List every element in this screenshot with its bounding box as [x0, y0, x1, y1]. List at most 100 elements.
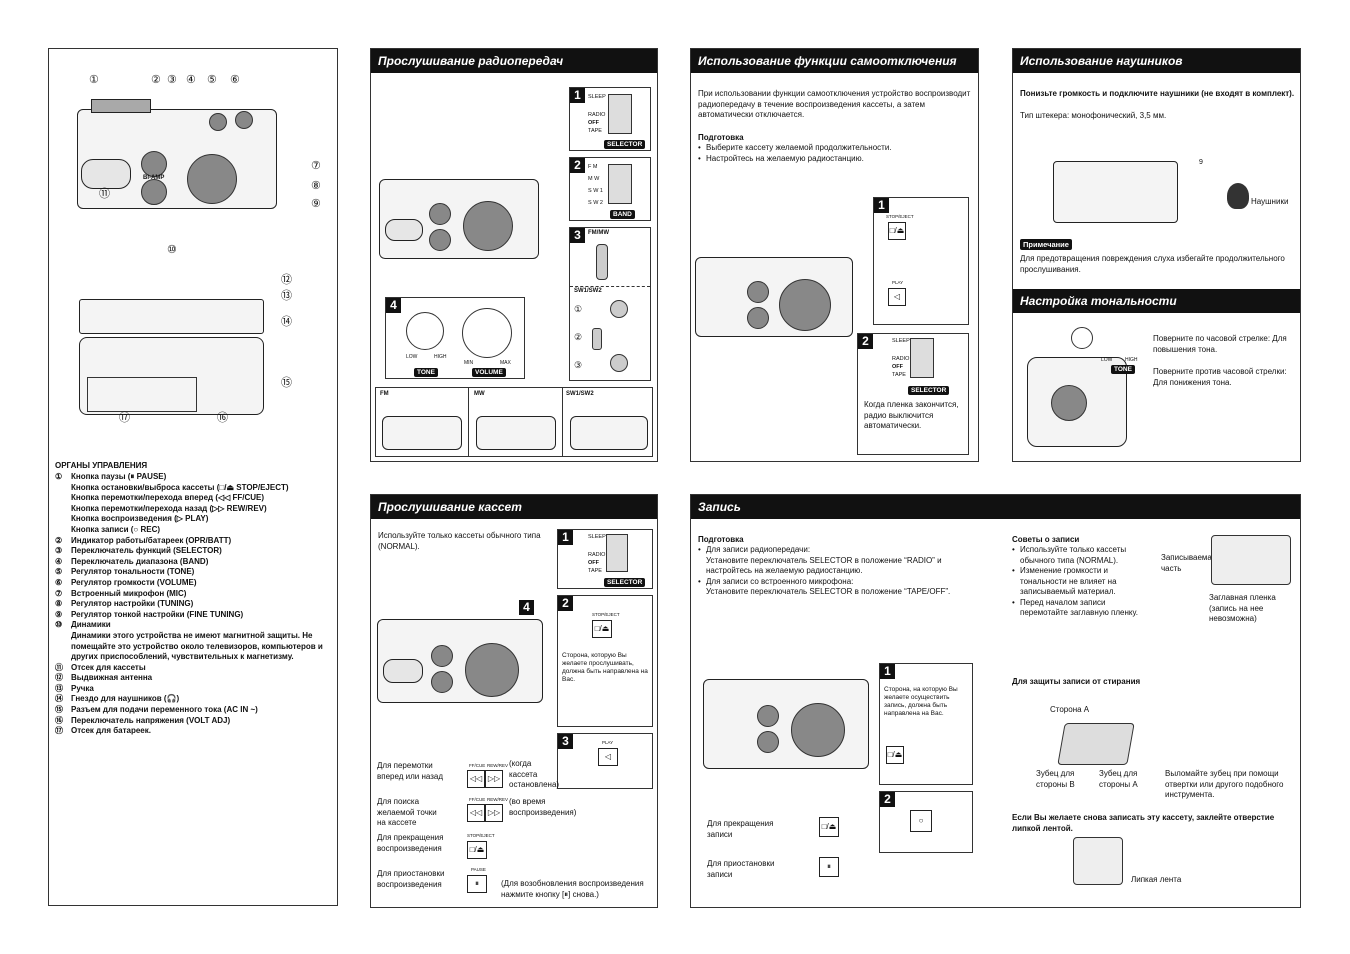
record-protect-title: Для защиты записи от стирания: [1012, 677, 1141, 686]
band-mw: MW: [474, 391, 485, 397]
pause-button[interactable]: ⏸: [819, 857, 839, 877]
record-leader: Заглавная пленка (запись на нее невозмож…: [1209, 593, 1276, 623]
tapes-step-4-badge: 4: [519, 600, 534, 615]
callout-8: ⑧: [311, 180, 321, 192]
control-item: Кнопка остановки/выброса кассеты (□/⏏ ST…: [71, 482, 289, 492]
radio-step-3: 3 FM/MW SW1/SW2 ① ② ③: [569, 227, 651, 381]
radio-step-2: 2 F M M W S W 1 S W 2 BAND: [569, 157, 651, 221]
tone-device-illustration: LOW HIGH TONE: [1027, 321, 1138, 451]
callout-7: ⑦: [311, 160, 321, 172]
rec-button[interactable]: ○: [910, 810, 932, 832]
callout-15: ⑮: [281, 377, 292, 389]
callout-4: ④: [186, 74, 196, 86]
cassette-illustration: [1057, 723, 1135, 765]
tapes-intro: Используйте только кассеты обычного типа…: [378, 531, 541, 551]
headphones-bold: Понизьте громкость и подключите наушники…: [1020, 89, 1295, 98]
callout-16: ⑯: [217, 412, 228, 424]
ff-cue-button[interactable]: ◁◁: [467, 770, 485, 788]
tapes-ff-label: Для перемотки вперед или назад: [377, 761, 444, 781]
callout-12: ⑫: [281, 274, 292, 286]
tapes-pause-note: (Для возобновления воспроизведения нажми…: [501, 879, 644, 899]
callout-1: ①: [89, 74, 99, 86]
tapes-step-1: 1 SLEEP RADIO OFF TAPE SELECTOR: [557, 529, 653, 589]
ff-cue-button[interactable]: ◁◁: [467, 804, 485, 822]
control-item: Динамики этого устройства не имеют магни…: [71, 630, 323, 662]
tape-illustration: [1073, 837, 1123, 885]
tapes-title: Прослушивание кассет: [371, 495, 657, 519]
stop-eject-button[interactable]: □/⏏: [592, 620, 612, 638]
control-item: Кнопка перемотки/перехода назад (▷▷ REW/…: [71, 503, 267, 513]
radio-step-1: 1 SLEEP RADIO OFF TAPE SELECTOR: [569, 87, 651, 151]
sleep-step-1: 1 STOP/EJECT □/⏏ PLAY ◁: [873, 197, 969, 325]
control-item: Кнопка записи (○ REC): [71, 524, 161, 534]
headphones-note-title: Примечание: [1020, 239, 1072, 250]
record-pause-label: Для приостановки записи: [707, 859, 775, 879]
tapes-ff-note: (когда кассета остановлена): [509, 759, 560, 789]
record-tips-title: Советы о записи: [1012, 535, 1080, 544]
tone-cw: Поверните по часовой стрелке: Для повыше…: [1153, 334, 1287, 354]
device-back-illustration: [69, 269, 319, 429]
rec-button[interactable]: □/⏏: [886, 746, 904, 764]
stop-eject-button[interactable]: □/⏏: [819, 817, 839, 837]
record-title: Запись: [691, 495, 1300, 519]
sleep-device-illustration: [695, 239, 855, 339]
callout-17: ⑰: [119, 412, 130, 424]
callout-3: ③: [167, 74, 177, 86]
tapes-panel: Прослушивание кассет Используйте только …: [370, 494, 658, 908]
tapes-step-2: 2 STOP/EJECT □/⏏ Сторона, которую Вы жел…: [557, 595, 653, 727]
stop-eject-button[interactable]: □/⏏: [467, 841, 487, 859]
play-button[interactable]: ◁: [598, 748, 618, 766]
sleep-title: Использование функции самоотключения: [691, 49, 978, 73]
tone-ccw: Поверните против часовой стрелки: Для по…: [1153, 367, 1287, 387]
selector-tag: SELECTOR: [604, 140, 646, 149]
headphones-panel: Использование наушников Понизьте громкос…: [1012, 48, 1301, 462]
tapes-cue-label: Для поиска желаемой точки на кассете: [377, 797, 437, 827]
device-front-illustration: BI-AMP: [69, 69, 319, 259]
sleep-note: Когда пленка закончится, радио выключитс…: [864, 400, 959, 430]
record-step-2: 2 ○: [879, 791, 973, 853]
callout-14: ⑭: [281, 316, 292, 328]
stop-eject-button[interactable]: □/⏏: [888, 222, 906, 240]
radio-panel: Прослушивание радиопередач 1 SLEEP RADIO…: [370, 48, 658, 462]
tone-title: Настройка тональности: [1013, 289, 1300, 313]
play-button[interactable]: ◁: [888, 288, 906, 306]
radio-device-illustration: [379, 159, 549, 259]
record-side-a: Сторона A: [1050, 705, 1090, 714]
callout-9: ⑨: [311, 198, 321, 210]
headphones-icon: [1227, 183, 1249, 209]
callout-10: ⑩: [167, 244, 177, 256]
sleep-intro: При использовании функции самоотключения…: [698, 89, 971, 119]
rew-rev-button[interactable]: ▷▷: [485, 770, 503, 788]
tapes-pause-label: Для приостановки воспроизведения: [377, 869, 445, 889]
record-prep-title: Подготовка: [698, 535, 744, 544]
record-tab-b: Зубец для стороны B: [1036, 769, 1075, 789]
headphone-jack-callout: 9: [1199, 159, 1203, 166]
record-prep-list: Для записи радиопередачи:Установите пере…: [698, 545, 988, 598]
band-fm: FM: [380, 391, 389, 397]
controls-panel: BI-AMP ① ② ③ ④ ⑤ ⑥ ⑦ ⑧ ⑨ ⑪ ⑩ ⑫ ⑬ ⑭ ⑮ ⑰ ⑯…: [48, 48, 338, 906]
record-again: Если Вы желаете снова записать эту кассе…: [1012, 813, 1275, 833]
tapes-device-illustration: [377, 605, 547, 705]
headphones-label: Наушники: [1251, 197, 1289, 206]
radio-step-4: 4 LOW HIGH MIN MAX TONE VOLUME: [385, 297, 525, 379]
callout-13: ⑬: [281, 290, 292, 302]
pause-button[interactable]: ⏸: [467, 875, 487, 893]
record-rec-part: Записываемая часть: [1161, 553, 1217, 573]
tapes-step-3: 3 PLAY ◁: [557, 733, 653, 789]
control-item: Кнопка воспроизведения (▷ PLAY): [71, 514, 209, 524]
headphones-note: Для предотвращения повреждения слуха изб…: [1020, 254, 1285, 274]
radio-title: Прослушивание радиопередач: [371, 49, 657, 73]
rew-rev-button[interactable]: ▷▷: [485, 804, 503, 822]
